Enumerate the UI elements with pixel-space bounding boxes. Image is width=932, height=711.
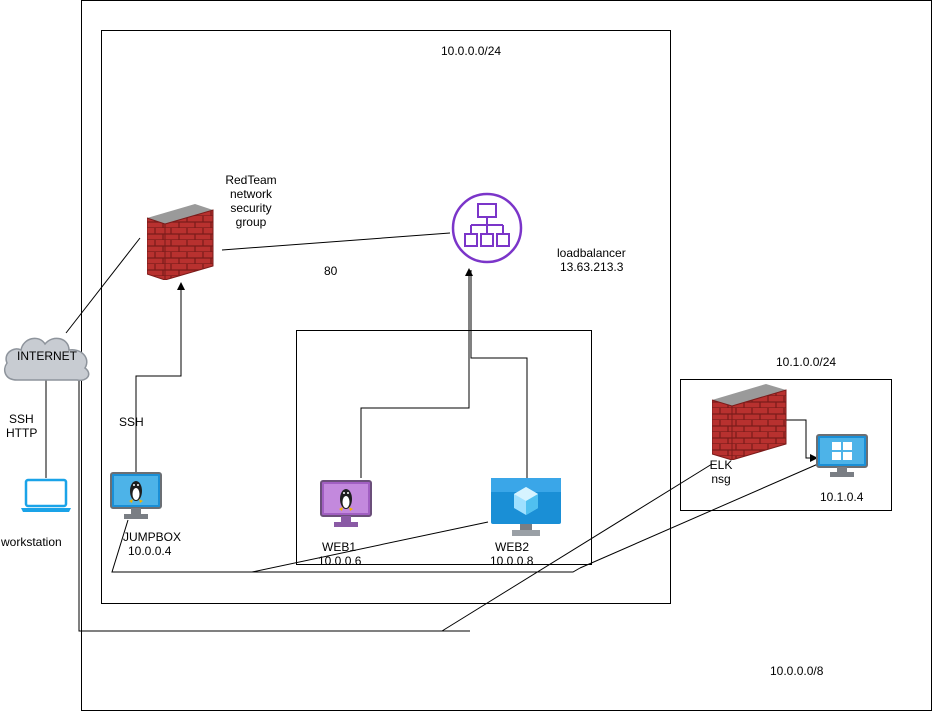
elk-ip: 10.1.0.4 (820, 490, 864, 504)
loadbalancer-node[interactable] (451, 192, 523, 264)
workstation-laptop[interactable] (20, 478, 74, 514)
elk-cidr-label: 10.1.0.0/24 (776, 355, 837, 369)
web2-vm[interactable] (490, 477, 562, 537)
redteam-nsg-label: RedTeam network security group (220, 173, 282, 229)
windows-vm-icon (816, 434, 868, 477)
cloud-icon (4, 337, 90, 382)
line-elk-nsg-vm (786, 419, 818, 462)
vnet-box[interactable] (101, 30, 671, 604)
firewall-icon (146, 204, 214, 281)
line-internet-down (78, 380, 470, 632)
jumpbox-vm[interactable] (110, 472, 162, 520)
nsg-label-line-3: security (230, 201, 272, 215)
line-bus-web2 (251, 521, 489, 573)
nsg-label-line-2: network (229, 187, 273, 201)
linux-vm-icon (320, 480, 372, 527)
line-bus-elk (579, 463, 819, 569)
port-label: 80 (324, 264, 338, 278)
linux-vm-icon (110, 472, 162, 519)
web1-vm[interactable] (320, 480, 372, 528)
line-web2-lb (470, 270, 528, 478)
web2-ip: 10.0.0.8 (490, 554, 534, 568)
internet-label: INTERNET (17, 349, 77, 363)
jumpbox-ip: 10.0.0.4 (128, 544, 172, 558)
firewall-icon (711, 384, 787, 461)
azure-vm-icon (491, 478, 561, 536)
elk-nsg-label: ELK nsg (702, 458, 740, 486)
protocol-ssh-label: SSH (9, 412, 34, 426)
protocol-http-label: HTTP (6, 426, 38, 440)
elk-nsg-firewall[interactable] (711, 384, 788, 461)
loadbalancer-name: loadbalancer (557, 246, 626, 260)
line-jumpbox-bus (111, 519, 581, 573)
outer-cidr-label: 10.0.0.0/8 (770, 664, 824, 678)
line-jumpbox-nsg (135, 282, 185, 476)
elk-vm[interactable] (816, 434, 868, 478)
web2-name: WEB2 (495, 540, 530, 554)
loadbalancer-ip: 13.63.213.3 (560, 260, 624, 274)
jumpbox-ssh-label: SSH (119, 415, 144, 429)
jumpbox-name: JUMPBOX (123, 530, 182, 544)
nsg-label-line-1: RedTeam (225, 173, 277, 187)
nsg-label-line-4: group (235, 215, 267, 229)
elk-nsg-line-2: nsg (711, 472, 731, 486)
web1-ip: 10.0.0.6 (318, 554, 362, 568)
workstation-label: workstation (1, 535, 62, 549)
internet-cloud[interactable] (1, 330, 93, 382)
line-web1-lb (360, 268, 473, 478)
load-balancer-icon (451, 192, 523, 264)
web1-name: WEB1 (322, 540, 357, 554)
laptop-icon (21, 478, 71, 512)
elk-nsg-line-1: ELK (709, 458, 733, 472)
redteam-nsg-firewall[interactable] (146, 204, 215, 281)
vnet-cidr-label: 10.0.0.0/24 (441, 44, 502, 58)
web-servers-box[interactable] (296, 330, 592, 565)
line-bottom-elk-nsg (441, 463, 713, 632)
line-internet-nsg (65, 237, 141, 334)
line-nsg-loadbalancer (221, 232, 451, 251)
elk-network-box[interactable] (680, 379, 892, 511)
